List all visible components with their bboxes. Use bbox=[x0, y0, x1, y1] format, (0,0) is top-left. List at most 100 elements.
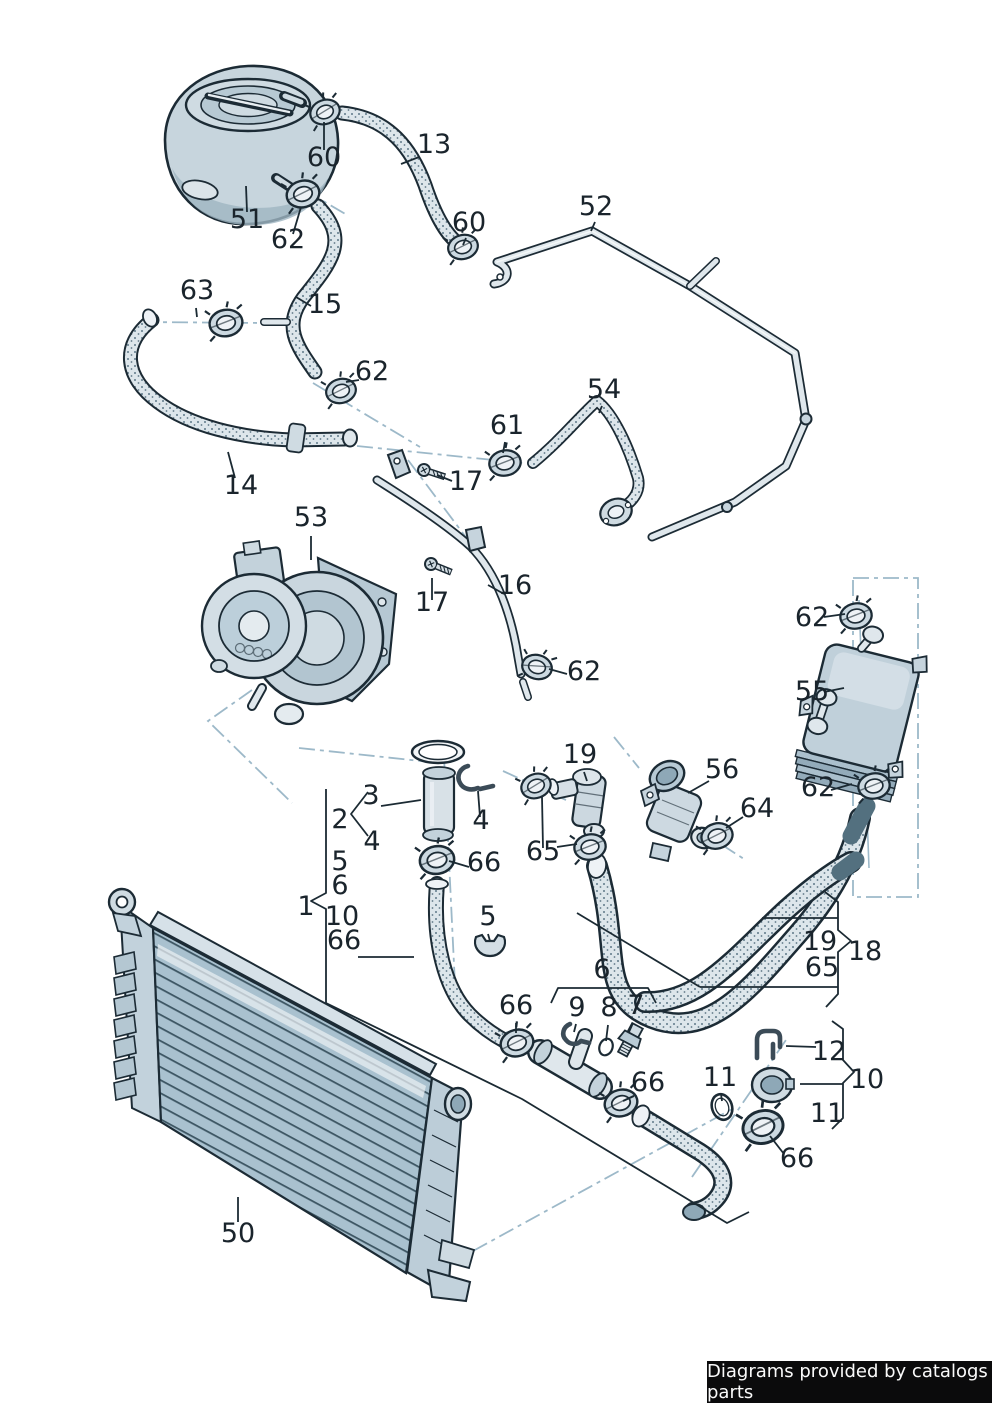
leader-line-64 bbox=[725, 816, 744, 829]
part-label-2[interactable]: 2 bbox=[331, 804, 348, 835]
part-label-62-e[interactable]: 62 bbox=[801, 772, 835, 803]
hose-15 bbox=[260, 198, 343, 380]
leader-line-11-a bbox=[720, 1093, 723, 1102]
part-label-52[interactable]: 52 bbox=[579, 191, 613, 222]
screw-17 bbox=[416, 462, 446, 482]
part-label-66-d[interactable]: 66 bbox=[631, 1067, 665, 1098]
part-label-66-b[interactable]: 66 bbox=[467, 847, 501, 878]
leader-line-62-a bbox=[292, 206, 302, 235]
part-label-9[interactable]: 9 bbox=[568, 992, 585, 1023]
part-label-4-a[interactable]: 4 bbox=[472, 805, 489, 836]
retaining-clip-9 bbox=[560, 1021, 584, 1047]
part-label-4-b[interactable]: 4 bbox=[363, 826, 380, 857]
part-label-1[interactable]: 1 bbox=[297, 891, 314, 922]
part-label-11-b[interactable]: 11 bbox=[810, 1098, 844, 1129]
leader-line-66-e bbox=[769, 1135, 785, 1155]
leader-line-63 bbox=[195, 307, 198, 318]
part-label-6-b[interactable]: 6 bbox=[593, 954, 610, 985]
leader-line-66-b bbox=[448, 860, 470, 868]
part-label-17-a[interactable]: 17 bbox=[449, 466, 483, 497]
leader-line-16 bbox=[487, 584, 505, 595]
part-label-62-c[interactable]: 62 bbox=[567, 656, 601, 687]
part-label-8[interactable]: 8 bbox=[600, 992, 617, 1023]
footer-credit-text: Diagrams provided by catalogs parts bbox=[707, 1361, 988, 1403]
part-label-15[interactable]: 15 bbox=[308, 289, 342, 320]
screw-17 bbox=[423, 556, 453, 578]
pump-outlet bbox=[273, 702, 305, 726]
part-label-50[interactable]: 50 bbox=[221, 1218, 255, 1249]
part-label-10-b[interactable]: 10 bbox=[850, 1064, 884, 1095]
leader-line-61 bbox=[502, 441, 506, 454]
group-brackets bbox=[310, 789, 855, 1224]
part-label-12[interactable]: 12 bbox=[812, 1036, 846, 1067]
part-label-3[interactable]: 3 bbox=[362, 780, 379, 811]
part-label-63[interactable]: 63 bbox=[180, 275, 214, 306]
water-pipe-3 bbox=[422, 770, 456, 836]
part-label-61[interactable]: 61 bbox=[490, 410, 524, 441]
part-label-14[interactable]: 14 bbox=[224, 470, 258, 501]
tee-piece-assembly bbox=[527, 1021, 645, 1100]
part-label-10-a[interactable]: 10 bbox=[325, 901, 359, 932]
leader-line-60-b bbox=[462, 237, 467, 246]
tube-assembly bbox=[410, 739, 513, 1049]
leader-line-56 bbox=[687, 780, 710, 794]
part-label-62-b[interactable]: 62 bbox=[355, 356, 389, 387]
part-label-11-a[interactable]: 11 bbox=[703, 1062, 737, 1093]
part-label-54[interactable]: 54 bbox=[587, 374, 621, 405]
leader-line-13 bbox=[400, 156, 420, 165]
part-label-64[interactable]: 64 bbox=[740, 793, 774, 824]
hose-clamps bbox=[202, 87, 896, 1153]
hose-54 bbox=[527, 395, 645, 527]
part-label-56[interactable]: 56 bbox=[705, 754, 739, 785]
part-label-6-a[interactable]: 6 bbox=[331, 870, 348, 901]
part-label-66-e[interactable]: 66 bbox=[780, 1143, 814, 1174]
pipe-bracket bbox=[721, 501, 733, 513]
leader-line-9 bbox=[573, 1023, 577, 1033]
clamp-65 bbox=[512, 761, 558, 807]
part-label-51[interactable]: 51 bbox=[230, 204, 264, 235]
group-bracket-10 bbox=[831, 1020, 855, 1130]
oil-cooler bbox=[794, 625, 928, 803]
sensor-7 bbox=[616, 1021, 645, 1058]
leader-line-8 bbox=[605, 1024, 609, 1042]
leader-lines bbox=[195, 122, 853, 1222]
part-label-65-a[interactable]: 65 bbox=[526, 836, 560, 867]
part-label-66-a[interactable]: 66 bbox=[327, 925, 361, 956]
water-pump bbox=[200, 540, 398, 726]
group-bracket-1 bbox=[310, 789, 750, 1224]
pipe-16 bbox=[372, 448, 532, 701]
part-label-19-b[interactable]: 19 bbox=[803, 926, 837, 957]
footer-credit-bar: Diagrams provided by catalogs parts bbox=[707, 1361, 992, 1403]
part-label-18[interactable]: 18 bbox=[848, 936, 882, 967]
leader-line-3 bbox=[380, 799, 422, 807]
part-label-62-d[interactable]: 62 bbox=[795, 602, 829, 633]
part-label-60-b[interactable]: 60 bbox=[452, 207, 486, 238]
hose-holder-5 bbox=[473, 933, 507, 958]
part-label-66-c[interactable]: 66 bbox=[499, 990, 533, 1021]
part-label-53[interactable]: 53 bbox=[294, 502, 328, 533]
part-label-55[interactable]: 55 bbox=[795, 676, 829, 707]
part-label-5-b[interactable]: 5 bbox=[479, 901, 496, 932]
leader-line-65-a bbox=[541, 796, 544, 849]
leader-line-55 bbox=[823, 687, 845, 693]
part-label-19-a[interactable]: 19 bbox=[563, 739, 597, 770]
leader-line-17-a bbox=[436, 474, 453, 482]
part-label-7[interactable]: 7 bbox=[627, 990, 644, 1021]
part-label-5-a[interactable]: 5 bbox=[331, 846, 348, 877]
leader-line-54 bbox=[598, 405, 603, 414]
audi-rings-icon bbox=[234, 642, 273, 660]
leader-line-7 bbox=[628, 1022, 634, 1033]
leader-line-51 bbox=[245, 185, 248, 213]
part-label-13[interactable]: 13 bbox=[417, 129, 451, 160]
part-label-62-a[interactable]: 62 bbox=[271, 224, 305, 255]
part-label-60-a[interactable]: 60 bbox=[307, 142, 341, 173]
connector-chain bbox=[710, 1028, 795, 1122]
part-label-65-b[interactable]: 65 bbox=[805, 952, 839, 983]
cooler-port bbox=[806, 716, 829, 736]
part-label-17-b[interactable]: 17 bbox=[415, 587, 449, 618]
part-label-16[interactable]: 16 bbox=[498, 570, 532, 601]
o-ring-11 bbox=[710, 1092, 734, 1122]
retaining-clip-4 bbox=[456, 763, 481, 792]
